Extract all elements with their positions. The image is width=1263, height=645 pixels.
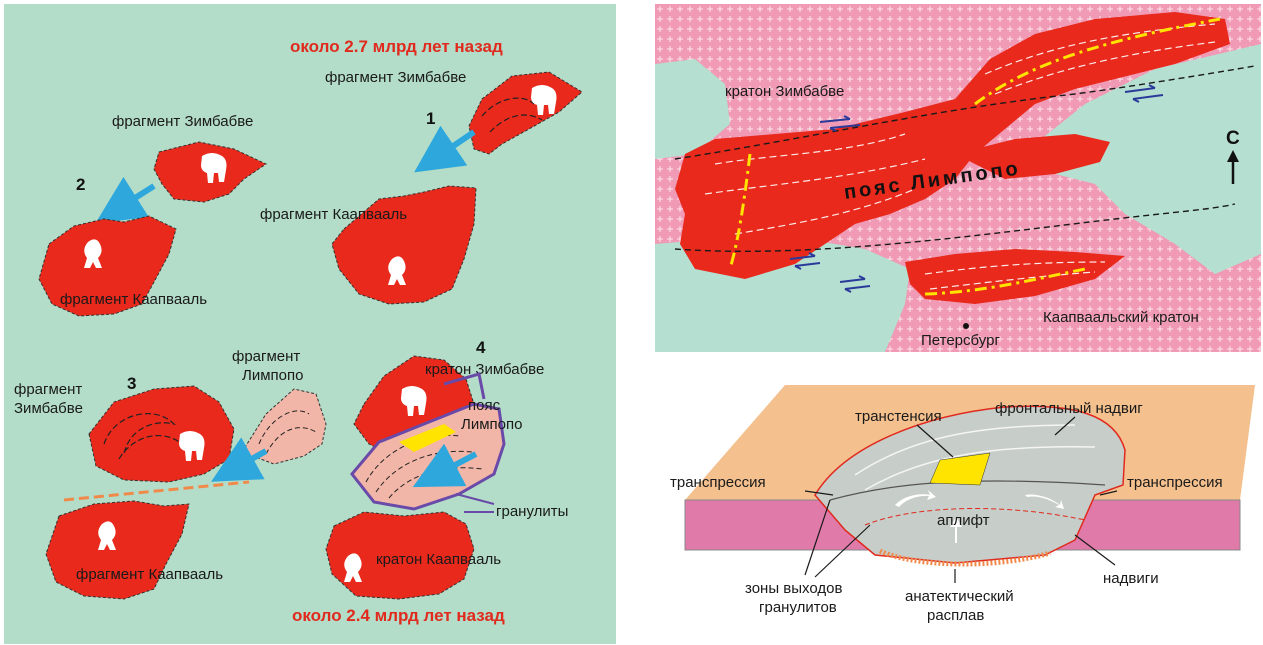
frontal-thrust-label: фронтальный надвиг — [995, 400, 1143, 417]
transtension-label: транстенсия — [855, 408, 942, 425]
stage3-limpopo-label-line1: фрагмент — [232, 348, 300, 365]
evolution-diagram: около 2.7 млрд лет назад около 2.4 млрд … — [4, 4, 616, 644]
time-label-top: около 2.7 млрд лет назад — [290, 37, 503, 56]
transpression-right-label: транспрессия — [1127, 474, 1223, 491]
map-svg: кратон Зимбабве пояс Лимпопо С Каапвааль… — [655, 4, 1261, 352]
stage-4: 4 кратон Зимбабве пояс Лимпопо гранулиты… — [326, 338, 568, 599]
stage4-zimbabwe-label: кратон Зимбабве — [425, 361, 544, 378]
stage4-kaapvaal-label: кратон Каапвааль — [376, 551, 501, 568]
stage1-kaapvaal-label: фрагмент Каапвааль — [260, 206, 407, 223]
stage2-number: 2 — [76, 175, 85, 194]
stage4-granulites-label: гранулиты — [496, 503, 568, 520]
granulite-pointer-1 — [456, 494, 494, 504]
zimbabwe-fragment-3 — [89, 386, 234, 482]
stage4-number: 4 — [476, 338, 486, 357]
kaapvaal-fragment-3 — [46, 501, 189, 599]
stage2-kaapvaal-label: фрагмент Каапвааль — [60, 291, 207, 308]
anatectic-label-line2: расплав — [927, 607, 984, 624]
stage3-limpopo-label-line2: Лимпопо — [242, 367, 303, 384]
stage3-zimbabwe-label-line1: фрагмент — [14, 381, 82, 398]
stage1-zimbabwe-label: фрагмент Зимбабве — [325, 69, 466, 86]
stage3-number: 3 — [127, 374, 136, 393]
stage-2: фрагмент Зимбабве 2 фрагмент Каапвааль — [39, 113, 266, 316]
city-marker-icon — [963, 323, 969, 329]
thrusts-label: надвиги — [1103, 570, 1159, 587]
time-label-bottom: около 2.4 млрд лет назад — [292, 606, 505, 625]
cross-section: транстенсия фронтальный надвиг транспрес… — [655, 355, 1261, 644]
stage2-zimbabwe-label: фрагмент Зимбабве — [112, 113, 253, 130]
stage3-kaapvaal-label: фрагмент Каапвааль — [76, 566, 223, 583]
city-label: Петерсбург — [921, 332, 1000, 349]
section-svg: транстенсия фронтальный надвиг транспрес… — [655, 355, 1261, 644]
stage4-belt-label-line2: Лимпопо — [461, 416, 522, 433]
stage2-arrow — [116, 186, 154, 210]
stage1-number: 1 — [426, 109, 435, 128]
uplift-label: аплифт — [937, 512, 990, 529]
kaapvaal-craton-label: Каапваальский кратон — [1043, 309, 1199, 326]
stage-1: фрагмент Зимбабве 1 фрагмент Каапвааль — [260, 69, 582, 304]
limpopo-fragment — [242, 389, 326, 464]
zimbabwe-fragment-1 — [469, 72, 582, 154]
stage4-belt-label-line1: пояс — [468, 397, 501, 414]
granulite-zones-label-line2: гранулитов — [759, 599, 837, 616]
granulite-zones-label-line1: зоны выходов — [745, 580, 842, 597]
north-label: С — [1226, 128, 1240, 149]
limpopo-map: кратон Зимбабве пояс Лимпопо С Каапвааль… — [655, 4, 1261, 352]
suture-line — [64, 482, 249, 500]
zimbabwe-craton-label: кратон Зимбабве — [725, 83, 844, 100]
anatectic-label-line1: анатектический — [905, 588, 1014, 605]
stage1-arrow — [434, 132, 474, 159]
kaapvaal-fragment-1 — [332, 186, 476, 304]
evolution-svg: около 2.7 млрд лет назад около 2.4 млрд … — [4, 4, 616, 644]
transpression-left-label: транспрессия — [670, 474, 766, 491]
stage3-zimbabwe-label-line2: Зимбабве — [14, 400, 83, 417]
stage-3: фрагмент Зимбабве 3 фрагмент Лимпопо фра… — [14, 348, 326, 599]
